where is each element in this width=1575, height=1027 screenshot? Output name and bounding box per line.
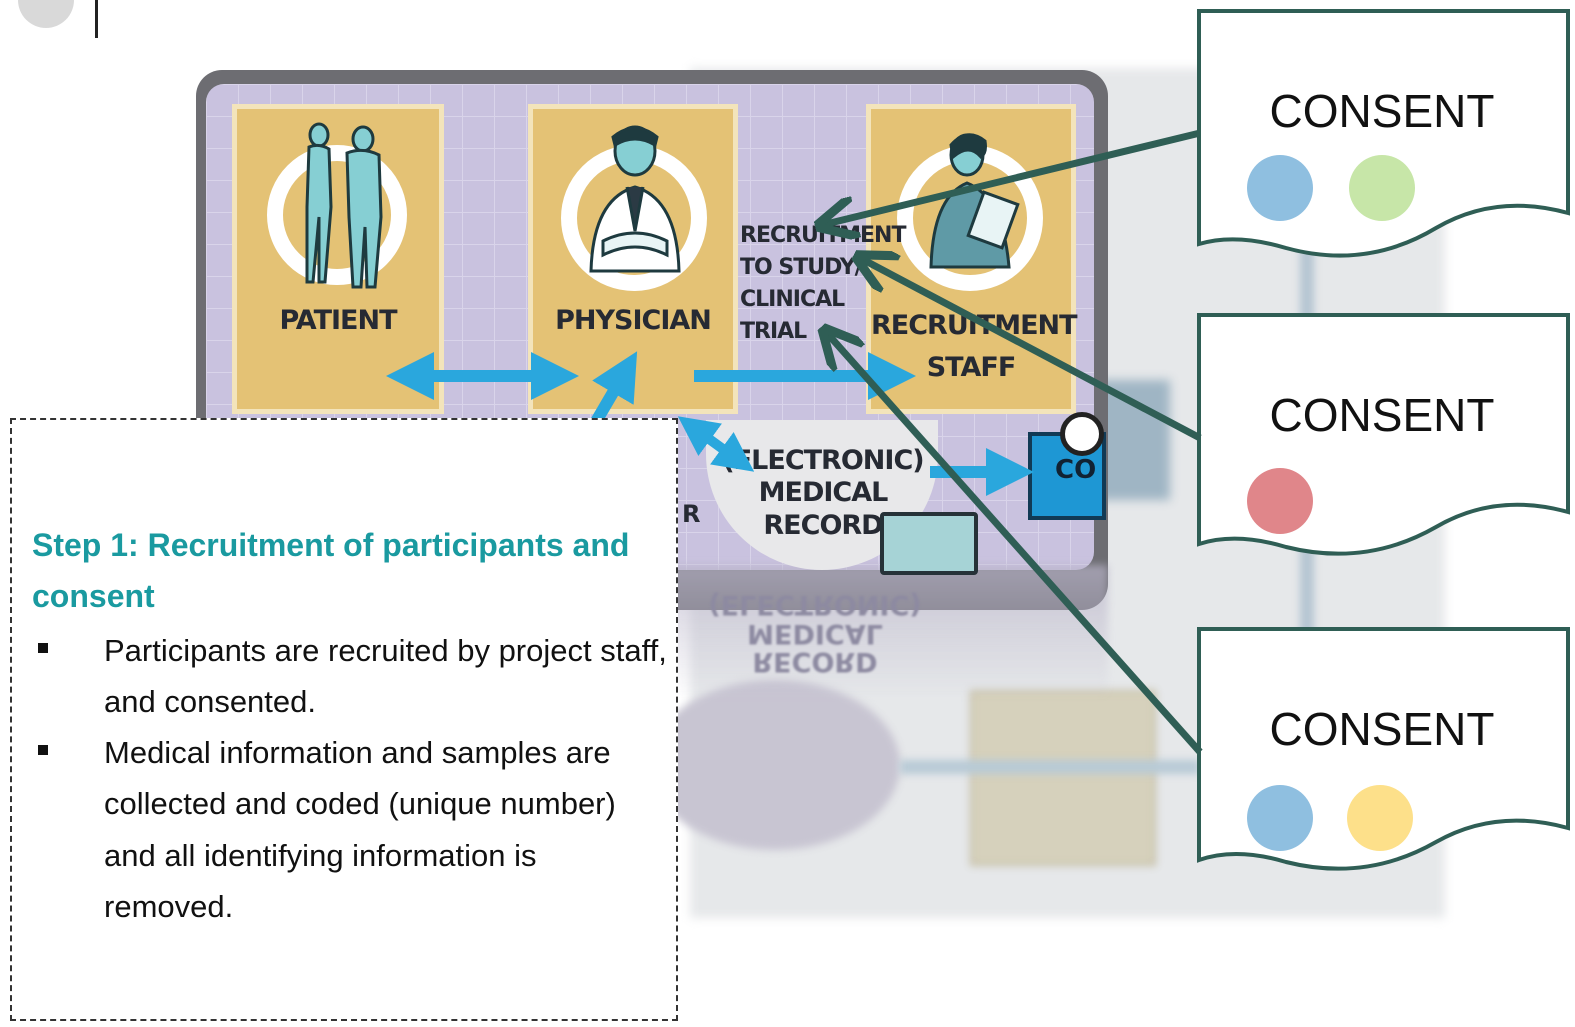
- physician-label: PHYSICIAN: [555, 305, 712, 336]
- partial-coded-label: CO: [1055, 455, 1097, 485]
- blurred-review-committee-ellipse: [650, 680, 900, 850]
- consent-3-connector: [826, 332, 1203, 755]
- slide-decoration-bar: [95, 0, 98, 38]
- recruitment-staff-card: RECRUITMENT STAFF: [866, 104, 1078, 414]
- patient-label: PATIENT: [279, 305, 397, 336]
- blurred-connector: [900, 760, 1200, 774]
- recruitment-staff-label: RECRUITMENT STAFF: [871, 310, 1078, 383]
- partial-left-label: R: [682, 500, 701, 528]
- consent-dot-green: [1349, 155, 1415, 221]
- consent-label-1: CONSENT: [1269, 85, 1495, 137]
- physician-icon: [589, 125, 681, 273]
- consent-dot-yellow: [1347, 785, 1413, 851]
- bullet-item: Participants are recruited by project st…: [34, 625, 674, 727]
- step-bullet-list: Participants are recruited by project st…: [34, 625, 674, 932]
- consent-label-2: CONSENT: [1269, 389, 1495, 441]
- tablet-device-icon: [880, 512, 978, 575]
- patient-figures-icon: [305, 122, 383, 289]
- step-description-box: Step 1: Recruitment of participants and …: [10, 418, 678, 1021]
- recruitment-staff-icon: [929, 133, 1020, 269]
- consent-dot-red: [1247, 468, 1313, 534]
- consent-label-3: CONSENT: [1269, 703, 1495, 755]
- magnifier-icon: [1060, 412, 1104, 456]
- bullet-item: Medical information and samples are coll…: [34, 727, 674, 932]
- consent-dot-blue: [1247, 785, 1313, 851]
- consent-1-connector: [822, 129, 1201, 225]
- electronic-medical-record-label: (ELECTRONIC) MEDICAL RECORD: [722, 445, 924, 541]
- physician-emr-arrow: [677, 416, 755, 472]
- step-title: Step 1: Recruitment of participants and …: [32, 527, 630, 615]
- physician-up-arrow: [588, 351, 638, 429]
- consent-dot-blue: [1247, 155, 1313, 221]
- consent-2-connector: [860, 258, 1202, 442]
